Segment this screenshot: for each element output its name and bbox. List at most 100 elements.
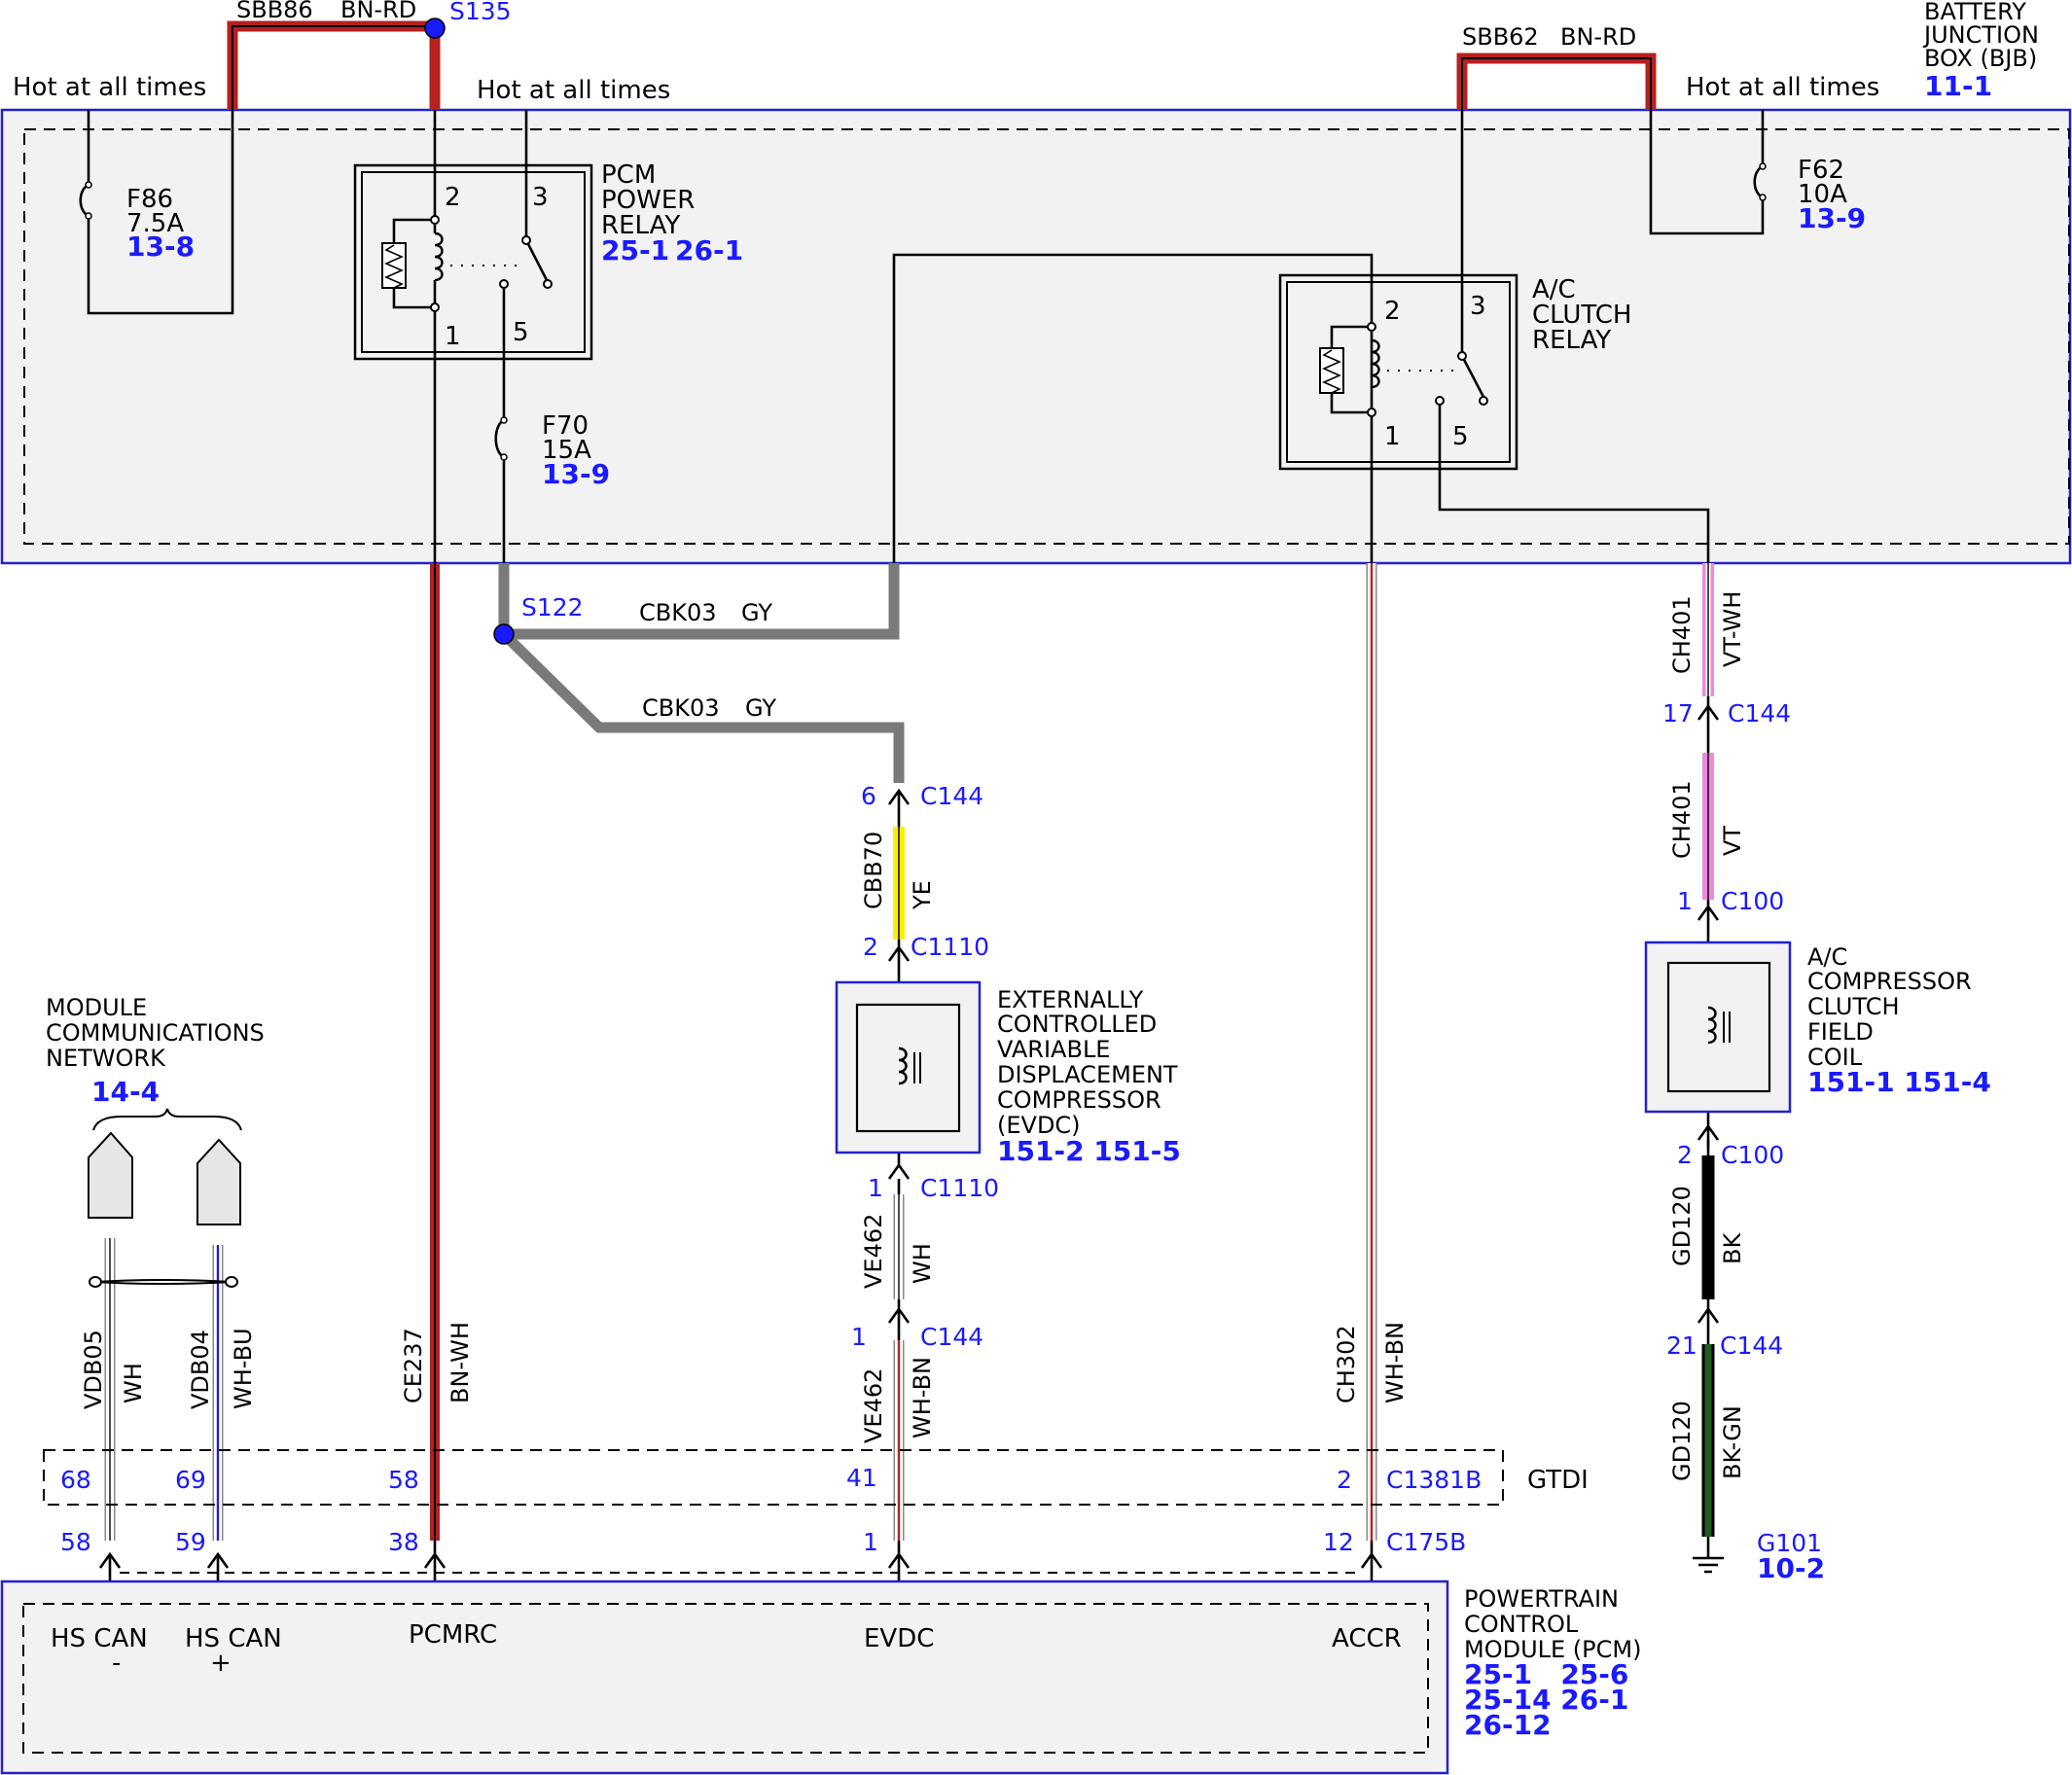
ac-coil-title-5: COIL — [1807, 1044, 1863, 1071]
c100-pin2-pin: 2 — [1677, 1141, 1693, 1169]
pcm-pin-hscan-pos-sign: + — [210, 1649, 232, 1678]
f70-rating: 15A — [542, 436, 591, 465]
hot-label-pcm-relay: Hot at all times — [477, 76, 670, 105]
bjb-ref[interactable]: 11-1 — [1924, 70, 1992, 102]
s122-splice — [493, 623, 515, 645]
pcm-relay-outer — [353, 163, 593, 361]
ac-relay-outer — [1278, 273, 1518, 471]
sbb86-circuit: SBB86 — [236, 0, 313, 23]
ac-relay-title-2: CLUTCH — [1532, 301, 1631, 330]
ve462-a-color: WH — [909, 1243, 936, 1284]
c175b-conn: C175B — [1386, 1528, 1466, 1556]
pcm-ref-line-2[interactable]: 25-14 26-1 — [1464, 1684, 1628, 1716]
s122-label: S122 — [521, 593, 584, 621]
c175b-pin-59: 59 — [175, 1528, 206, 1556]
ground-icon — [1693, 1537, 1724, 1574]
evdc-core-lines — [913, 1052, 921, 1083]
ac-coil-title-1: A/C — [1807, 943, 1847, 971]
sbb62-wire — [1456, 53, 1657, 110]
ac-coil-core-lines — [1723, 1012, 1731, 1043]
pcm-relay-coil-icon — [434, 231, 444, 282]
gd120-b-circuit: GD120 — [1668, 1401, 1696, 1481]
f62-circuit-wire — [1649, 110, 1765, 235]
pcm-ref-line-3[interactable]: 26-12 — [1464, 1709, 1552, 1741]
pcm-relay-pin-5: 5 — [513, 318, 529, 347]
sbb86-core — [232, 25, 435, 110]
c100-pin1-conn: C100 — [1721, 887, 1784, 915]
f62-ref[interactable]: 13-9 — [1798, 202, 1866, 234]
gtdi-pin-2: 2 — [1337, 1466, 1352, 1494]
pcm-pin-hscan-pos: HS CAN — [185, 1624, 282, 1653]
pcm-relay-pin-2: 2 — [445, 183, 461, 212]
pcm-title-3: MODULE (PCM) — [1464, 1636, 1641, 1663]
cbb70-circuit: CBB70 — [860, 832, 887, 909]
g101-name: G101 — [1757, 1529, 1822, 1557]
pcm-relay-title-1: PCM — [601, 160, 656, 190]
f86-rating: 7.5A — [126, 209, 184, 238]
pcm-box — [0, 1580, 1449, 1775]
bjb-inner-dashed — [23, 128, 2070, 545]
pcm-ref-line-1[interactable]: 25-1 25-6 — [1464, 1658, 1628, 1690]
sbb62-color: BN-RD — [1560, 23, 1636, 51]
pcm-pin-evdc: EVDC — [864, 1624, 934, 1653]
ce237-color: BN-WH — [447, 1322, 474, 1403]
c1110-pin1-pin: 1 — [868, 1174, 883, 1202]
c144-pin17-conn: C144 — [1728, 699, 1791, 728]
bjb-title-3: BOX (BJB) — [1924, 45, 2037, 72]
hot-label-f62: Hot at all times — [1686, 73, 1879, 102]
c144-pin1-conn: C144 — [920, 1323, 983, 1351]
pcm-connector-accr — [1360, 1541, 1383, 1581]
mcn-brace — [92, 1108, 242, 1131]
pcm-title-2: CONTROL — [1464, 1611, 1579, 1638]
c144-pin21-connector — [1697, 1299, 1720, 1344]
evdc-title-2: CONTROLLED — [997, 1011, 1157, 1038]
gd120-a-color: BK — [1719, 1232, 1746, 1264]
f86-circuit-wire — [87, 110, 234, 315]
mcn-ref[interactable]: 14-4 — [91, 1076, 160, 1108]
f86-ref[interactable]: 13-8 — [126, 231, 195, 263]
twisted-pair-icon — [94, 1279, 232, 1285]
g101-ref[interactable]: 10-2 — [1757, 1552, 1825, 1584]
ac-relay-pin-1: 1 — [1384, 422, 1401, 451]
f70-name: F70 — [542, 411, 589, 441]
ac-coil-inner — [1666, 961, 1771, 1093]
evdc-inner — [855, 1003, 961, 1133]
c175b-pin-1: 1 — [863, 1528, 878, 1556]
gtdi-pin-41: 41 — [846, 1464, 877, 1492]
c144-pin21-pin: 21 — [1666, 1331, 1697, 1360]
ac-coil-refs[interactable]: 151-1 151-4 — [1807, 1066, 1991, 1098]
pcm-relay-ref-2[interactable]: 26-1 — [675, 234, 743, 266]
f70-ref[interactable]: 13-9 — [542, 458, 610, 490]
f62-name: F62 — [1798, 156, 1844, 185]
mcn-connector-right — [196, 1138, 241, 1225]
c1110-pin2-pin: 2 — [863, 933, 878, 961]
gtdi-pin-68: 68 — [60, 1466, 91, 1494]
ac-coil-title-3: CLUTCH — [1807, 993, 1900, 1020]
cbk03-wire-a — [498, 563, 900, 640]
pcm-inner-dashed — [22, 1603, 1429, 1754]
ac-relay-coil-icon — [1371, 338, 1380, 389]
cbk03-wire-b — [500, 630, 905, 783]
ch401-b-color: VT — [1719, 826, 1746, 856]
gd120-a-circuit: GD120 — [1668, 1186, 1696, 1266]
c1110-pin1-conn: C1110 — [920, 1174, 999, 1202]
gd120-b-color: BK-GN — [1719, 1405, 1746, 1479]
c100-pin2-conn: C100 — [1721, 1141, 1784, 1169]
c144-pin6-pin: 6 — [861, 782, 876, 810]
c175b-pin-38: 38 — [388, 1528, 419, 1556]
vdb04-circuit: VDB04 — [187, 1330, 214, 1409]
cbk03-a-circuit: CBK03 — [639, 599, 717, 626]
ve462-a-circuit: VE462 — [860, 1214, 887, 1289]
gtdi-conn: C1381B — [1386, 1466, 1482, 1494]
bjb-title-2: JUNCTION — [1922, 21, 2039, 49]
bjb-box — [0, 108, 2072, 565]
evdc-refs[interactable]: 151-2 151-5 — [997, 1135, 1181, 1167]
ce237-circuit: CE237 — [400, 1328, 427, 1403]
cbk03-a-color: GY — [741, 599, 772, 626]
hot-label-f86: Hot at all times — [13, 73, 206, 102]
c144-pin1-connector — [887, 1299, 911, 1340]
c175b-pin-58: 58 — [60, 1528, 91, 1556]
pcm-relay-pin-3: 3 — [532, 183, 549, 212]
pcm-relay-ref-1[interactable]: 25-1 — [601, 234, 669, 266]
